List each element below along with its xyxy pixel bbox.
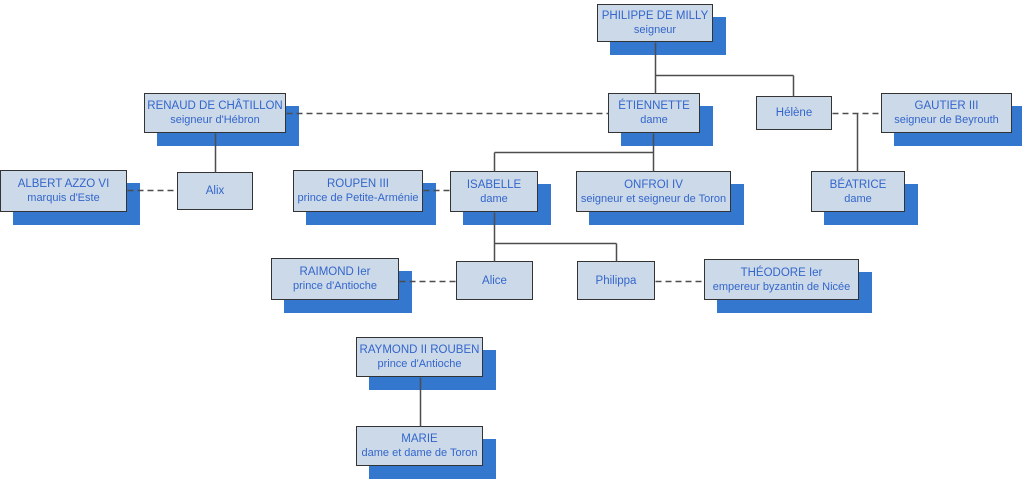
person-name: Philippa [595,274,637,287]
tree-node-etiennette[interactable]: ÉTIENNETTE dame [608,93,700,133]
person-title: dame [844,192,872,205]
person-title: empereur byzantin de Nicée [712,280,851,293]
tree-node-gautier-iii[interactable]: GAUTIER III seigneur de Beyrouth [881,93,1012,133]
person-name: ROUPEN III [327,178,389,190]
person-title: dame [640,114,668,126]
person-name: Hélène [775,107,813,119]
person-name: BÉATRICE [829,178,887,191]
tree-node-raymond-ii-rouben[interactable]: RAYMOND II ROUBEN prince d'Antioche [356,337,483,377]
tree-node-alice[interactable]: Alice [456,261,533,300]
person-title: prince d'Antioche [377,358,462,370]
person-title: seigneur de Beyrouth [894,114,999,126]
tree-node-helene[interactable]: Hélène [756,96,832,130]
person-name: RENAUD DE CHÂTILLON [147,100,283,112]
person-name: ONFROI IV [624,178,683,191]
person-name: RAYMOND II ROUBEN [359,344,480,356]
person-title: prince d'Antioche [292,280,378,292]
tree-node-raimond-ier[interactable]: RAIMOND Ier prince d'Antioche [271,258,399,300]
person-title: marquis d'Este [27,192,100,204]
tree-node-marie[interactable]: MARIE dame et dame de Toron [356,426,483,466]
tree-node-philippe-de-milly[interactable]: PHILIPPE DE MILLY seigneur [597,4,713,42]
person-name: PHILIPPE DE MILLY [601,10,709,22]
tree-node-albert-azzo-vi[interactable]: ALBERT AZZO VI marquis d'Este [0,170,127,212]
tree-node-alix[interactable]: Alix [177,172,253,210]
tree-node-roupen-iii[interactable]: ROUPEN III prince de Petite-Arménie [293,170,423,212]
person-name: Alice [482,274,507,287]
person-name: ALBERT AZZO VI [17,178,110,190]
person-name: GAUTIER III [914,100,979,112]
person-title: seigneur et seigneur de Toron [580,192,727,205]
tree-node-renaud-de-chatillon[interactable]: RENAUD DE CHÂTILLON seigneur d'Hébron [144,93,286,133]
person-name: MARIE [401,433,438,445]
person-title: seigneur [633,24,677,36]
person-name: ISABELLE [466,178,522,191]
person-name: THÉODORE Ier [740,266,823,279]
person-name: ÉTIENNETTE [618,100,690,112]
person-name: RAIMOND Ier [299,266,371,278]
person-title: dame [480,192,508,205]
person-name: Alix [205,185,225,197]
person-title: seigneur d'Hébron [170,114,260,126]
person-title: dame et dame de Toron [361,447,478,459]
tree-node-philippa[interactable]: Philippa [577,261,655,300]
person-title: prince de Petite-Arménie [297,192,419,204]
